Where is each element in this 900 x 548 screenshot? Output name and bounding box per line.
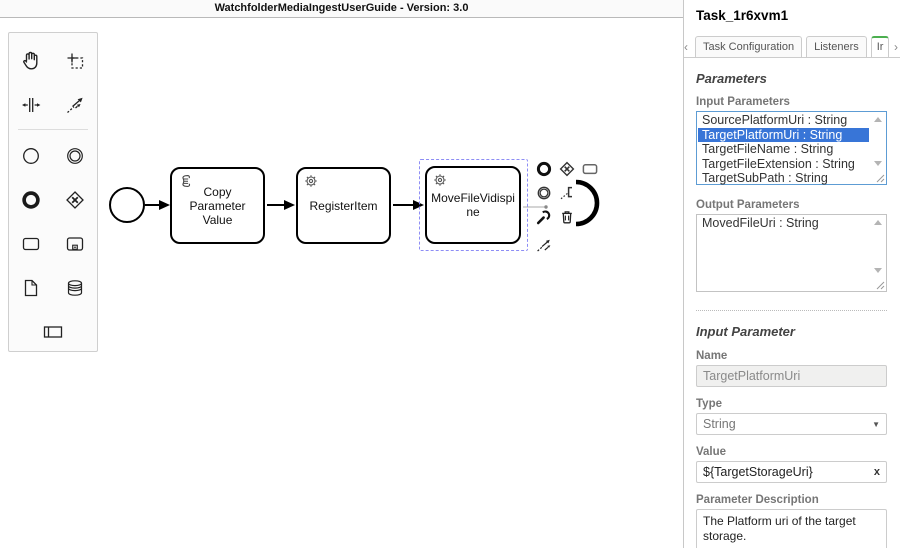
change-type-wrench-icon[interactable]	[532, 205, 555, 228]
element-id-title: Task_1r6xvm1	[696, 8, 789, 23]
sequence-flow-2[interactable]	[267, 200, 295, 210]
global-connect-tool-icon[interactable]	[57, 87, 93, 123]
parameters-heading: Parameters	[696, 71, 767, 86]
create-start-event-icon[interactable]	[13, 138, 49, 174]
tab-listeners[interactable]: Listeners	[806, 36, 867, 57]
chevron-down-icon: ▼	[872, 419, 880, 429]
tab-scroll-left-icon[interactable]: ‹	[684, 40, 688, 54]
diagram-title: WatchfolderMediaIngestUserGuide - Versio…	[214, 2, 469, 14]
create-task-icon[interactable]	[13, 226, 49, 262]
append-task-icon[interactable]	[578, 157, 601, 180]
output-parameters-listbox[interactable]: MovedFileUri : String	[696, 214, 887, 292]
space-tool-icon[interactable]	[13, 87, 49, 123]
create-end-event-icon[interactable]	[13, 182, 49, 218]
task-registeritem[interactable]: RegisterItem	[296, 167, 391, 244]
create-subprocess-icon[interactable]	[57, 226, 93, 262]
tab-scroll-right-icon[interactable]: ›	[894, 40, 898, 54]
resize-grip-icon[interactable]	[876, 281, 885, 290]
output-parameters-label: Output Parameters	[696, 199, 800, 211]
resize-grip-icon[interactable]	[876, 174, 885, 183]
sequence-flow-3[interactable]	[393, 200, 424, 210]
task-movefilevidispine[interactable]: MoveFileVidispine	[425, 166, 521, 244]
connection-stub	[523, 205, 548, 209]
diagram-flow-layer	[109, 187, 548, 223]
append-gateway-icon[interactable]	[555, 157, 578, 180]
tab-input-output[interactable]: Ir	[870, 36, 890, 57]
create-data-object-icon[interactable]	[13, 270, 49, 306]
scroll-up-icon[interactable]	[874, 220, 882, 225]
input-parameter-heading: Input Parameter	[696, 324, 795, 339]
input-parameters-label: Input Parameters	[696, 96, 790, 108]
list-item-selected[interactable]: TargetPlatformUri : String	[698, 127, 869, 143]
type-select[interactable]: String ▼	[696, 413, 887, 435]
start-event[interactable]	[109, 187, 145, 223]
input-parameters-listbox[interactable]: SourcePlatformUri : String TargetPlatfor…	[696, 111, 887, 185]
context-pad	[532, 157, 601, 252]
scroll-down-icon[interactable]	[874, 161, 882, 166]
connect-tool-icon[interactable]	[532, 235, 555, 252]
task-label: RegisterItem	[309, 198, 378, 213]
value-field[interactable]: ${TargetStorageUri} x	[696, 461, 887, 483]
append-text-annotation-icon[interactable]	[555, 181, 578, 204]
name-label: Name	[696, 350, 728, 362]
tab-task-configuration[interactable]: Task Configuration	[695, 36, 803, 57]
list-item[interactable]: TargetSubPath : String	[702, 171, 828, 186]
list-item[interactable]: SourcePlatformUri : String	[702, 113, 848, 127]
create-data-store-icon[interactable]	[57, 270, 93, 306]
type-select-value: String	[703, 417, 736, 431]
scroll-up-icon[interactable]	[874, 117, 882, 122]
list-item[interactable]: MovedFileUri : String	[702, 216, 819, 230]
create-participant-icon[interactable]	[35, 314, 71, 350]
tab-bar: ‹ Task Configuration Listeners Ir ›	[684, 36, 900, 58]
parameter-description-field[interactable]: The Platform uri of the target storage.	[696, 509, 887, 548]
clear-value-icon[interactable]: x	[873, 466, 880, 478]
task-copy-parameter-value[interactable]: Copy Parameter Value	[170, 167, 265, 244]
diagram-title-bar: WatchfolderMediaIngestUserGuide - Versio…	[0, 0, 683, 18]
create-gateway-icon[interactable]	[57, 182, 93, 218]
section-divider	[696, 310, 887, 311]
task-label: Copy Parameter Value	[189, 184, 246, 227]
hand-tool-icon[interactable]	[13, 43, 49, 79]
value-label: Value	[696, 446, 727, 458]
list-item[interactable]: TargetFileName : String	[702, 142, 834, 157]
create-intermediate-event-icon[interactable]	[57, 138, 93, 174]
task-label: MoveFileVidispine	[431, 191, 515, 219]
append-end-event-icon[interactable]	[532, 157, 555, 180]
palette	[8, 32, 98, 352]
palette-separator	[18, 129, 88, 130]
properties-panel: Task_1r6xvm1 ‹ Task Configuration Listen…	[683, 0, 900, 548]
list-item[interactable]: TargetFileExtension : String	[702, 156, 855, 171]
service-task-gear-icon	[305, 175, 317, 187]
parameter-description-label: Parameter Description	[696, 494, 819, 506]
diagram-canvas[interactable]: WatchfolderMediaIngestUserGuide - Versio…	[0, 0, 683, 548]
value-field-text: ${TargetStorageUri}	[703, 465, 813, 479]
type-label: Type	[696, 398, 722, 410]
scroll-down-icon[interactable]	[874, 268, 882, 273]
service-task-gear-icon	[434, 174, 446, 186]
script-task-icon	[182, 175, 191, 187]
sequence-flow-1[interactable]	[145, 200, 170, 210]
lasso-tool-icon[interactable]	[57, 43, 93, 79]
delete-trash-icon[interactable]	[555, 205, 578, 228]
name-field[interactable]: TargetPlatformUri	[696, 365, 887, 387]
append-intermediate-event-icon[interactable]	[532, 181, 555, 204]
